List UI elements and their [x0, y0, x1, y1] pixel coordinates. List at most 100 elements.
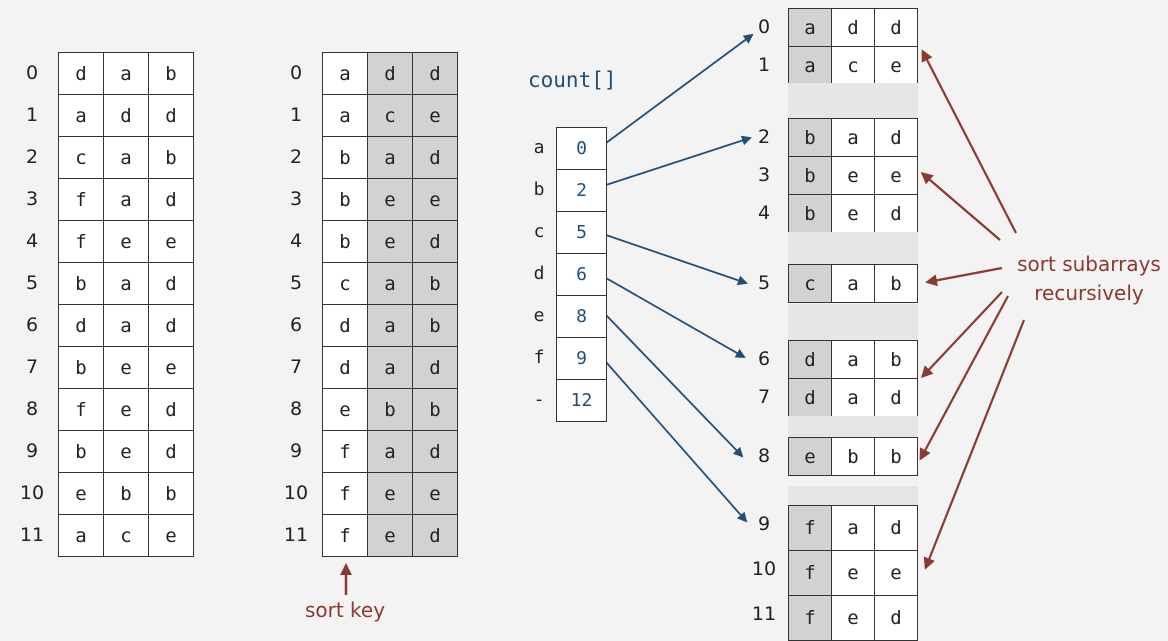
left-table-index: 1 [25, 104, 39, 126]
middle-table-index: 10 [283, 482, 309, 504]
middle-table-cell: b [322, 178, 368, 221]
count-cell: 5 [556, 211, 607, 254]
count-letter: d [533, 263, 545, 284]
middle-table-index: 1 [289, 104, 303, 126]
right-table-index: 1 [757, 54, 771, 76]
middle-table-cell: a [322, 94, 368, 137]
middle-table-cell: e [322, 388, 368, 431]
right-table-index: 9 [757, 513, 771, 535]
middle-table-index: 11 [283, 524, 309, 546]
right-table-index: 6 [757, 348, 771, 370]
count-letter: c [533, 221, 545, 242]
right-table-index: 0 [757, 16, 771, 38]
right-table-cell: e [874, 156, 918, 195]
middle-table-index: 2 [289, 146, 303, 168]
right-table-index: 5 [757, 272, 771, 294]
left-table-index: 11 [19, 524, 45, 546]
left-table-index: 0 [25, 62, 39, 84]
right-table-cell: d [874, 378, 918, 417]
left-table-index: 6 [25, 314, 39, 336]
left-table-index: 5 [25, 272, 39, 294]
left-table-cell: a [103, 178, 149, 221]
middle-table-cell: f [322, 472, 368, 515]
right-table-cell: c [788, 264, 832, 303]
middle-table-cell: b [367, 388, 413, 431]
right-table-cell: c [831, 46, 875, 85]
left-table-cell: d [148, 430, 194, 473]
right-table-cell: d [874, 194, 918, 233]
left-table-cell: a [103, 136, 149, 179]
middle-table-cell: d [412, 52, 458, 95]
middle-table-cell: d [367, 52, 413, 95]
left-table-index: 8 [25, 398, 39, 420]
middle-table-index: 5 [289, 272, 303, 294]
middle-table-cell: d [412, 220, 458, 263]
right-table-cell: a [831, 340, 875, 379]
left-table-cell: f [58, 388, 104, 431]
right-table-cell: a [788, 46, 832, 85]
left-table-cell: e [148, 514, 194, 557]
count-pointer-arrow [605, 314, 744, 458]
count-array-title: count[] [528, 68, 617, 92]
recursion-arrow [920, 172, 1001, 241]
right-table-index: 11 [751, 603, 777, 625]
right-table-cell: b [831, 437, 875, 476]
right-table-cell: e [788, 437, 832, 476]
right-table-cell: e [874, 550, 918, 596]
middle-table-index: 9 [289, 440, 303, 462]
left-table-cell: d [148, 388, 194, 431]
middle-table-index: 4 [289, 230, 303, 252]
right-table-cell: f [788, 595, 832, 641]
group-gap [788, 416, 918, 437]
recursion-arrow [919, 295, 1009, 461]
right-table-cell: f [788, 550, 832, 596]
count-cell: 9 [556, 337, 607, 380]
right-table-cell: b [874, 340, 918, 379]
middle-table-cell: a [367, 262, 413, 305]
middle-table-index: 6 [289, 314, 303, 336]
left-table-index: 4 [25, 230, 39, 252]
left-table-index: 7 [25, 356, 39, 378]
left-table-cell: d [58, 52, 104, 95]
right-table-cell: b [874, 264, 918, 303]
right-table-cell: b [788, 118, 832, 157]
middle-table-cell: e [412, 472, 458, 515]
count-letter: a [533, 137, 545, 158]
middle-table-index: 8 [289, 398, 303, 420]
left-table-cell: d [148, 262, 194, 305]
group-gap [788, 232, 918, 264]
left-table-cell: c [58, 136, 104, 179]
annotation-line-1: sort subarrays [1017, 252, 1161, 276]
right-table-index: 3 [757, 164, 771, 186]
left-table-index: 9 [25, 440, 39, 462]
recursion-arrow [920, 291, 1003, 379]
middle-table-cell: d [412, 430, 458, 473]
right-table-cell: a [831, 118, 875, 157]
middle-table-cell: d [322, 346, 368, 389]
middle-table-index: 7 [289, 356, 303, 378]
left-table-cell: b [103, 472, 149, 515]
count-letter: b [533, 179, 545, 200]
recursion-arrow [921, 49, 1017, 234]
right-table-cell: d [874, 595, 918, 641]
left-table-cell: e [103, 430, 149, 473]
count-letter: - [533, 389, 545, 410]
right-table-index: 8 [757, 445, 771, 467]
middle-table-cell: e [412, 178, 458, 221]
right-table-cell: e [874, 46, 918, 85]
left-table-cell: a [103, 52, 149, 95]
left-table-cell: c [103, 514, 149, 557]
middle-table-cell: c [367, 94, 413, 137]
right-table-index: 2 [757, 126, 771, 148]
left-table-cell: d [148, 178, 194, 221]
count-cell: 6 [556, 253, 607, 296]
right-table-cell: d [874, 118, 918, 157]
left-table-cell: a [58, 514, 104, 557]
middle-table-cell: a [367, 136, 413, 179]
left-table-cell: a [103, 304, 149, 347]
right-table-cell: a [831, 264, 875, 303]
right-table-index: 4 [757, 202, 771, 224]
count-letter: f [533, 347, 545, 368]
